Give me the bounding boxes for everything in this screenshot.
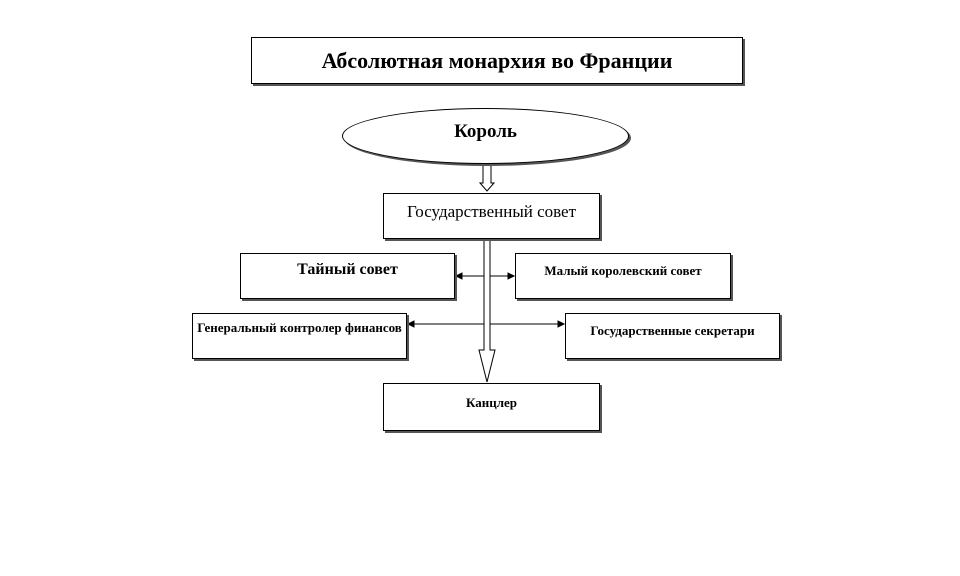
diagram-title: Абсолютная монархия во Франции [251,37,743,84]
small-royal-council-node: Малый королевский совет [515,253,731,299]
diagram-title-text: Абсолютная монархия во Франции [321,47,673,73]
controller-general-node: Генеральный контролер финансов [192,313,407,359]
king-node: Король [342,108,629,164]
small-royal-council-label: Малый королевский совет [544,263,702,278]
state-council-to-chancellor-arrow [478,239,496,383]
secret-council-label: Тайный совет [297,261,398,278]
chancellor-label: Канцлер [465,395,518,410]
state-secretaries-label: Государственные секретари [590,323,755,338]
secret-council-node: Тайный совет [240,253,455,299]
to-small-royal-council-arrow [490,272,516,280]
state-council-label: Государственный совет [406,202,577,221]
state-council-node: Государственный совет [383,193,600,239]
to-state-secretaries-arrow [490,320,566,328]
king-to-state-council-arrow [478,164,496,192]
to-secret-council-arrow [454,272,484,280]
to-controller-general-arrow [406,320,484,328]
state-secretaries-node: Государственные секретари [565,313,780,359]
chancellor-node: Канцлер [383,383,600,431]
king-label: Король [454,121,517,142]
controller-general-label: Генеральный контролер финансов [197,320,402,335]
